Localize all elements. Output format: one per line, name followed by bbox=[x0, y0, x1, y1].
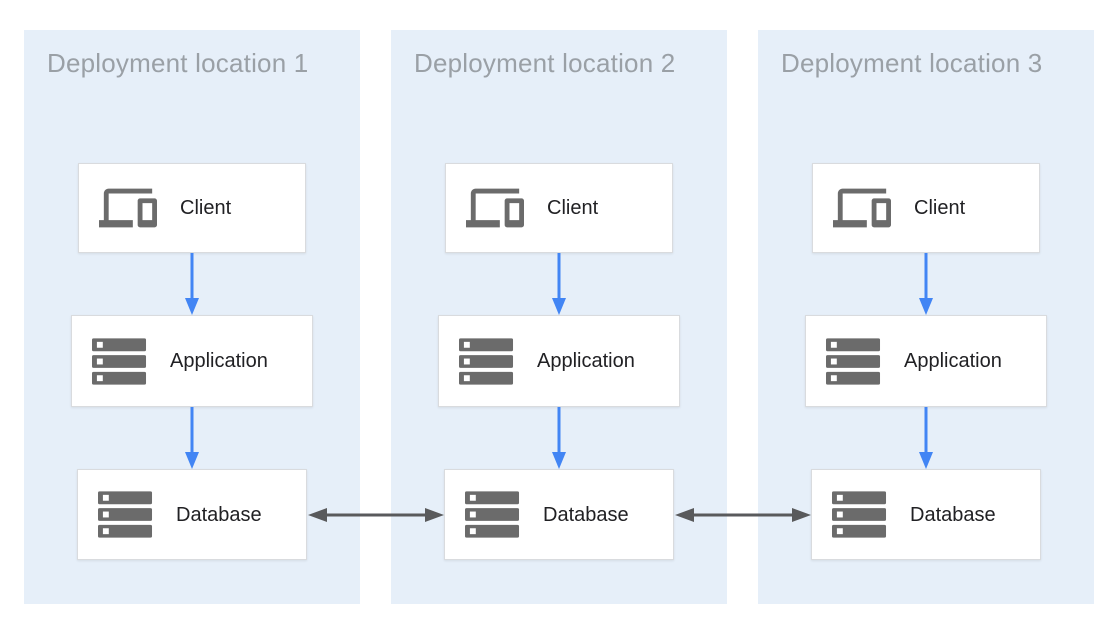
client-node-label: Client bbox=[547, 197, 599, 219]
server-stack-icon bbox=[832, 491, 887, 538]
deployment-location-2-panel: Deployment location 2 Client Application bbox=[391, 30, 727, 604]
database-node-label: Database bbox=[176, 503, 262, 526]
server-stack-icon bbox=[98, 491, 153, 538]
application-to-database-arrow bbox=[185, 407, 199, 469]
database-node: Database bbox=[444, 469, 674, 560]
deployment-location-1-panel: Deployment location 1 Client Application bbox=[24, 30, 360, 604]
database-replication-arrow-2-3 bbox=[675, 508, 811, 522]
application-node-label: Application bbox=[170, 350, 268, 372]
client-to-application-arrow bbox=[185, 253, 199, 315]
database-node: Database bbox=[811, 469, 1041, 560]
client-node: Client bbox=[78, 163, 306, 253]
client-to-application-arrow bbox=[552, 253, 566, 315]
application-node: Application bbox=[438, 315, 680, 407]
devices-icon bbox=[466, 188, 524, 228]
server-stack-icon bbox=[826, 337, 881, 385]
application-node: Application bbox=[805, 315, 1047, 407]
application-node-label: Application bbox=[904, 350, 1002, 372]
database-node: Database bbox=[77, 469, 307, 560]
client-node-label: Client bbox=[914, 197, 966, 219]
application-node-label: Application bbox=[537, 350, 635, 372]
deployment-location-3-panel: Deployment location 3 Client Application bbox=[758, 30, 1094, 604]
panel-title: Deployment location 1 bbox=[47, 48, 309, 78]
server-stack-icon bbox=[92, 337, 147, 385]
devices-icon bbox=[833, 188, 891, 228]
database-node-label: Database bbox=[543, 503, 629, 526]
client-to-application-arrow bbox=[919, 253, 933, 315]
database-replication-arrow-1-2 bbox=[308, 508, 444, 522]
application-to-database-arrow bbox=[919, 407, 933, 469]
database-node-label: Database bbox=[910, 503, 996, 526]
server-stack-icon bbox=[459, 337, 514, 385]
application-to-database-arrow bbox=[552, 407, 566, 469]
devices-icon bbox=[99, 188, 157, 228]
client-node: Client bbox=[445, 163, 673, 253]
application-node: Application bbox=[71, 315, 313, 407]
panel-title: Deployment location 3 bbox=[781, 48, 1043, 78]
client-node-label: Client bbox=[180, 197, 232, 219]
panel-title: Deployment location 2 bbox=[414, 48, 676, 78]
client-node: Client bbox=[812, 163, 1040, 253]
server-stack-icon bbox=[465, 491, 520, 538]
